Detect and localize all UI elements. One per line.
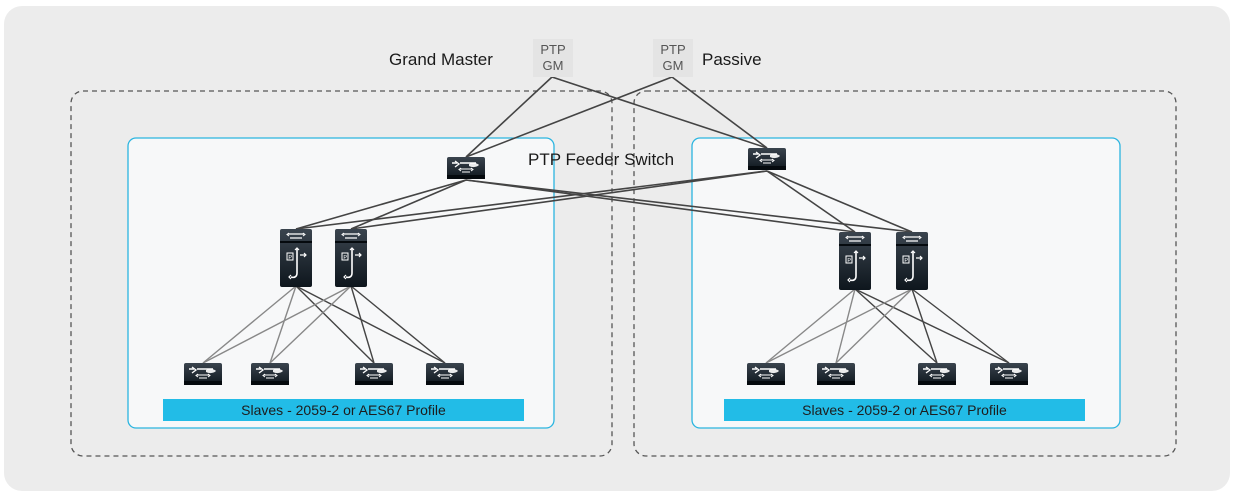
feeder-switch-label: PTP Feeder Switch <box>528 150 675 169</box>
domain-right <box>633 90 1177 457</box>
gm-box-line-1: PTP <box>540 42 566 57</box>
links-clock-to-feeder <box>465 76 768 158</box>
links-feeder-to-bc <box>295 170 913 233</box>
passive-box-line-1: PTP <box>660 42 686 57</box>
slaves-bar-right: Slaves - 2059-2 or AES67 Profile <box>724 399 1085 421</box>
links-bc-to-slaves-right <box>765 288 1010 364</box>
slave-switch-icon <box>917 362 957 386</box>
domain-left <box>70 90 613 457</box>
slave-switch-icon <box>425 362 465 386</box>
passive-ptp-gm-box: PTP GM <box>653 39 693 77</box>
feeder-switch-left-icon <box>446 156 486 180</box>
boundary-clock-switch-icon <box>895 231 929 291</box>
slave-switch-icon <box>989 362 1029 386</box>
passive-box-line-2: GM <box>662 58 684 73</box>
slave-switch-icon <box>816 362 856 386</box>
boundary-clock-switch-icon <box>334 228 368 288</box>
gm-box-line-2: GM <box>542 58 564 73</box>
passive-label: Passive <box>702 50 762 69</box>
slave-switch-icon <box>250 362 290 386</box>
slaves-bar-left: Slaves - 2059-2 or AES67 Profile <box>163 399 524 421</box>
grand-master-label: Grand Master <box>389 50 493 69</box>
boundary-clock-switch-icon <box>838 231 872 291</box>
links-bc-to-slaves-left <box>202 285 446 364</box>
boundary-clock-switch-icon <box>279 228 313 288</box>
feeder-switch-right-icon <box>747 147 787 171</box>
slave-switch-icon <box>354 362 394 386</box>
slave-switch-icon <box>183 362 223 386</box>
grand-master-ptp-gm-box: PTP GM <box>533 39 573 77</box>
slave-switch-icon <box>746 362 786 386</box>
